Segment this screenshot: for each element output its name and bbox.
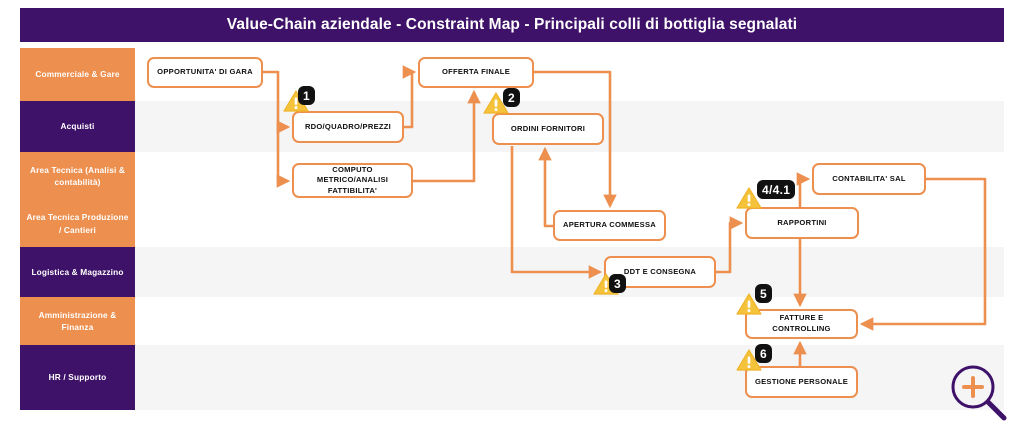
process-node-label: GESTIONE PERSONALE bbox=[754, 376, 849, 386]
process-node-label: RDO/QUADRO/PREZZI bbox=[304, 121, 392, 131]
process-node-label: OPPORTUNITA' DI GARA bbox=[157, 67, 253, 77]
lane-acquisti[interactable]: Acquisti bbox=[20, 101, 135, 152]
process-node-label: OFFERTA FINALE bbox=[441, 67, 511, 77]
bottleneck-badge-label: 3 bbox=[614, 276, 621, 291]
edge-rdo-to-offerta bbox=[402, 65, 417, 129]
bottleneck-badge-label: 4/4.1 bbox=[762, 182, 791, 197]
lane-label: Area Tecnica (Analisi & contabilità) bbox=[29, 164, 126, 187]
process-node-label: DDT E CONSEGNA bbox=[623, 266, 697, 276]
edge-apertura-to-ordini bbox=[538, 146, 553, 228]
lane-label: Area Tecnica Produzione / Cantieri bbox=[26, 212, 129, 235]
process-node-label: COMPUTO METRICO/ANALISI FATTIBILITA' bbox=[316, 164, 389, 195]
lane-label: Acquisti bbox=[60, 121, 95, 132]
lane-label: Commerciale & Gare bbox=[35, 69, 120, 80]
lane-area-tecnica-produzione-cantieri[interactable]: Area Tecnica Produzione / Cantieri bbox=[20, 200, 135, 247]
process-node-rdo-quadro-prezzi[interactable]: RDO/QUADRO/PREZZI bbox=[292, 111, 404, 143]
lane-commerciale-gare[interactable]: Commerciale & Gare bbox=[20, 48, 135, 101]
process-node-ordini-fornitori[interactable]: ORDINI FORNITORI bbox=[492, 113, 604, 145]
edge-ordini-to-ddt bbox=[510, 146, 603, 279]
bottleneck-badge-4-4.1[interactable]: 4/4.1 bbox=[757, 180, 796, 199]
process-node-fatture-e-controlling[interactable]: FATTURE E CONTROLLING bbox=[745, 309, 858, 339]
bottleneck-badge-label: 2 bbox=[508, 90, 515, 105]
process-node-label: APERTURA COMMESSA bbox=[563, 220, 656, 230]
zoom-in-icon[interactable] bbox=[948, 363, 1010, 421]
row-stripe bbox=[135, 345, 1004, 410]
lane-logistica-magazzino[interactable]: Logistica & Magazzino bbox=[20, 247, 135, 297]
bottleneck-badge-label: 6 bbox=[760, 346, 767, 361]
edge-opportunita-to-computo bbox=[276, 127, 291, 188]
process-node-rapportini[interactable]: RAPPORTINI bbox=[745, 207, 859, 239]
process-node-computo-metrico[interactable]: COMPUTO METRICO/ANALISI FATTIBILITA' bbox=[292, 163, 413, 198]
process-node-label: CONTABILITA' SAL bbox=[832, 173, 906, 183]
process-node-apertura-commessa[interactable]: APERTURA COMMESSA bbox=[553, 210, 666, 241]
process-node-label: FATTURE E CONTROLLING bbox=[772, 313, 831, 333]
edge-opportunita-to-rdo bbox=[263, 70, 291, 134]
lane-hr-supporto[interactable]: HR / Supporto bbox=[20, 345, 135, 410]
page-title: Value-Chain aziendale - Constraint Map -… bbox=[20, 8, 1004, 42]
warning-icon bbox=[736, 348, 762, 372]
bottleneck-badge-label: 5 bbox=[760, 286, 767, 301]
bottleneck-badge-3[interactable]: 3 bbox=[609, 274, 626, 293]
process-node-gestione-personale[interactable]: GESTIONE PERSONALE bbox=[745, 366, 858, 398]
page-title-text: Value-Chain aziendale - Constraint Map -… bbox=[226, 16, 798, 33]
edge-rapportini-to-contabilita bbox=[796, 172, 811, 207]
edge-contabilita-to-fatture bbox=[859, 177, 987, 331]
warning-icon bbox=[483, 91, 509, 115]
process-node-contabilita-sal[interactable]: CONTABILITA' SAL bbox=[812, 163, 926, 195]
edge-computo-to-offerta bbox=[413, 89, 481, 183]
bottleneck-badge-6[interactable]: 6 bbox=[755, 344, 772, 363]
lane-label: Logistica & Magazzino bbox=[31, 266, 124, 277]
bottleneck-badge-5[interactable]: 5 bbox=[755, 284, 772, 303]
process-node-label: RAPPORTINI bbox=[777, 217, 827, 227]
process-node-offerta-finale[interactable]: OFFERTA FINALE bbox=[418, 57, 534, 88]
lane-amministrazione-finanza[interactable]: Amministrazione & Finanza bbox=[20, 297, 135, 345]
lane-label: HR / Supporto bbox=[48, 372, 107, 383]
bottleneck-badge-2[interactable]: 2 bbox=[503, 88, 520, 107]
edge-offerta-to-apertura bbox=[534, 70, 617, 209]
lane-label: Amministrazione & Finanza bbox=[38, 309, 117, 332]
warning-icon bbox=[736, 292, 762, 316]
bottleneck-badge-1[interactable]: 1 bbox=[298, 86, 315, 105]
bottleneck-badge-label: 1 bbox=[303, 88, 310, 103]
warning-icon bbox=[736, 186, 762, 210]
process-node-label: ORDINI FORNITORI bbox=[510, 123, 586, 133]
lane-area-tecnica-analisi-contabilit[interactable]: Area Tecnica (Analisi & contabilità) bbox=[20, 152, 135, 200]
edge-ddt-to-rapportini bbox=[716, 216, 744, 274]
process-node-opportunita-di-gara[interactable]: OPPORTUNITA' DI GARA bbox=[147, 57, 263, 88]
